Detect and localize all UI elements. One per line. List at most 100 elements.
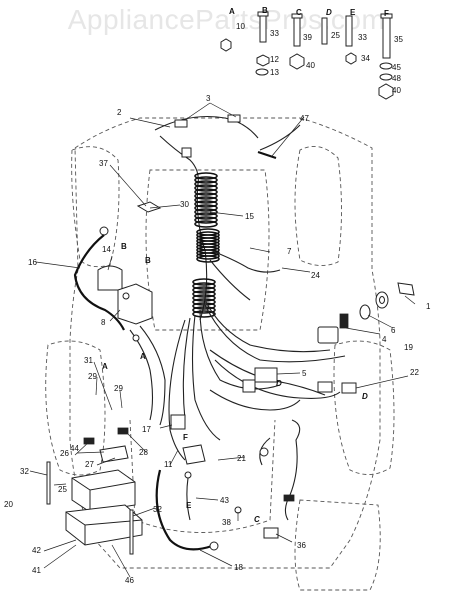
callout-number: 31	[84, 356, 93, 365]
callout-number: 3	[206, 94, 211, 103]
callout-number: 47	[300, 114, 309, 123]
misc-bottom	[46, 414, 242, 555]
hardware-number: 35	[394, 35, 403, 44]
callout-number: 5	[302, 369, 307, 378]
coil-ring	[194, 196, 218, 204]
callout-number: 22	[410, 368, 419, 377]
coil-ring	[196, 255, 220, 263]
coil-ring	[192, 286, 216, 294]
callout-number: 16	[28, 258, 37, 267]
coil-ring	[192, 290, 216, 298]
callout-number: 18	[234, 563, 243, 572]
connectors-right	[242, 367, 357, 394]
callout-number: 26	[60, 449, 69, 458]
coil-ring	[194, 200, 218, 208]
coil-ring	[192, 306, 216, 314]
hardware-letter: B	[262, 6, 268, 15]
hardware-number: 34	[361, 54, 370, 63]
coiled-harness	[192, 172, 220, 321]
hardware-number: 48	[392, 74, 401, 83]
hardware-number: 12	[270, 55, 279, 64]
callout-number: 46	[125, 576, 134, 585]
connector-letter: F	[183, 433, 188, 442]
callout-number: 43	[220, 496, 229, 505]
tractor-outline	[45, 117, 395, 591]
hardware-letter: C	[296, 8, 302, 17]
callout-number: 28	[139, 448, 148, 457]
left-components	[73, 201, 166, 426]
callout-number: 15	[245, 212, 254, 221]
hardware-letter: A	[229, 7, 235, 16]
callout-number: 27	[85, 460, 94, 469]
callout-number: 19	[404, 343, 413, 352]
coil-ring	[192, 278, 216, 286]
leader-lines	[29, 102, 416, 578]
callout-number: 1	[426, 302, 431, 311]
callout-number: 38	[222, 518, 231, 527]
hardware-numbers: 10 33 39 25 33 35 12 13 40 34 45 48 40	[236, 22, 403, 95]
callout-number: 30	[180, 200, 189, 209]
callout-number: 20	[4, 500, 13, 509]
coil-ring	[194, 184, 218, 192]
callout-labels: 1 2 3 4 5 6 7 8 11 14 15 16 17 18 19 20 …	[4, 94, 431, 585]
coil-ring	[194, 172, 218, 180]
connector-letter: A	[102, 362, 108, 371]
connector-letter: D	[276, 379, 282, 388]
coil-ring	[194, 192, 218, 200]
hardware-row	[220, 11, 394, 100]
hardware-number: 40	[306, 61, 315, 70]
callout-number: 32	[153, 505, 162, 514]
watermark: AppliancePartsPros.com	[67, 4, 386, 35]
callout-number: 21	[237, 454, 246, 463]
callout-number: 7	[287, 247, 292, 256]
hardware-number: 33	[358, 33, 367, 42]
coil-ring	[194, 204, 218, 212]
coil-ring	[192, 294, 216, 302]
hardware-letters: A B C D E F	[229, 6, 389, 18]
coil-ring	[194, 208, 218, 216]
connector-letter: C	[254, 515, 260, 524]
hardware-number: 13	[270, 68, 279, 77]
coil-ring	[192, 298, 216, 306]
hardware-number: 33	[270, 29, 279, 38]
hardware-number: 10	[236, 22, 245, 31]
hardware-letter: E	[350, 8, 356, 17]
connector-letter: D	[362, 392, 368, 401]
dash-harness	[154, 114, 301, 186]
callout-number: 25	[58, 485, 67, 494]
hardware-number: 39	[303, 33, 312, 42]
connector-letter: B	[145, 256, 151, 265]
coil-ring	[192, 310, 216, 318]
hardware-number: 25	[331, 31, 340, 40]
connector-letter: A	[140, 352, 146, 361]
callout-number: 24	[311, 271, 320, 280]
coil-ring	[194, 212, 218, 220]
coil-ring	[192, 282, 216, 290]
callout-number: 41	[32, 566, 41, 575]
callout-number: 32	[20, 467, 29, 476]
callout-number: 6	[391, 326, 396, 335]
harness-branches	[168, 249, 346, 461]
connector-letter: E	[186, 501, 192, 510]
coil-ring	[194, 188, 218, 196]
hardware-letter: D	[326, 8, 332, 17]
callout-number: 17	[142, 425, 151, 434]
ignition-switch	[317, 282, 415, 344]
callout-number: 37	[99, 159, 108, 168]
hardware-number: 45	[392, 63, 401, 72]
callout-number: 14	[102, 245, 111, 254]
callout-number: 4	[382, 335, 387, 344]
callout-number: 29	[114, 384, 123, 393]
battery	[65, 427, 219, 551]
connector-letter: B	[121, 242, 127, 251]
coil-ring	[194, 220, 218, 228]
coil-ring	[196, 252, 220, 260]
callout-number: 8	[101, 318, 106, 327]
callout-number: 11	[164, 460, 173, 469]
hardware-letter: F	[384, 9, 389, 18]
coil-ring	[194, 180, 218, 188]
coil-ring	[194, 216, 218, 224]
coil-ring	[194, 176, 218, 184]
